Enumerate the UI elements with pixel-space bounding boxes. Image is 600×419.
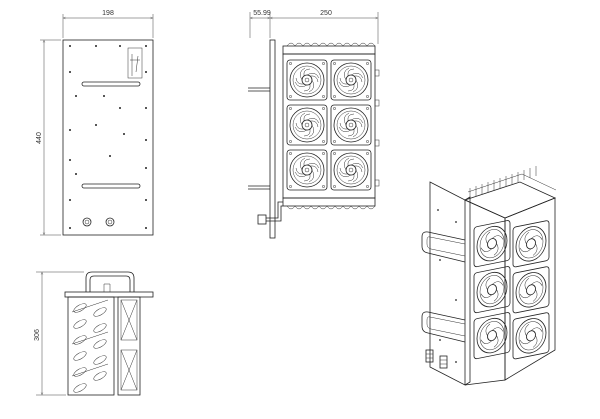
- iso-fan-4: [512, 265, 550, 314]
- inlet-pipe: [266, 201, 283, 219]
- fan-6: [330, 149, 372, 191]
- front-plate: [62, 39, 154, 236]
- coil-top: [282, 42, 376, 55]
- side-offset-label: 55.99: [253, 10, 271, 17]
- mounting-holes: [69, 45, 147, 229]
- fan-section: [117, 296, 141, 396]
- iso-top-coil: [463, 181, 557, 219]
- coil-bottom: [282, 197, 376, 210]
- section-view: 306: [34, 271, 154, 396]
- fan-5: [286, 149, 328, 191]
- pipe-slot-bottom: [81, 183, 141, 189]
- iso-u-pipe-top: [421, 231, 466, 263]
- fan-view: 55.99 250: [248, 10, 380, 239]
- coil-section: [67, 296, 115, 396]
- top-plate: [64, 291, 154, 298]
- back-plate: [269, 39, 276, 239]
- bracket: [127, 47, 143, 79]
- front-width-label: 198: [102, 10, 114, 17]
- isometric-view: [421, 166, 557, 386]
- iso-connector-left: [425, 349, 434, 363]
- iso-fan-housing: [504, 197, 556, 381]
- u-pipe-outer: [85, 271, 135, 292]
- coil-loops: [71, 299, 109, 393]
- pipe-slot-top: [81, 81, 141, 87]
- pipe-connector-right: [105, 217, 115, 227]
- pipe-fitting: [257, 214, 267, 225]
- iso-back-plate: [429, 181, 466, 386]
- iso-connector-right: [439, 355, 448, 369]
- front-view: 198 440: [36, 10, 153, 235]
- iso-fan-6: [512, 311, 550, 360]
- iso-fan-2: [512, 219, 550, 268]
- section-height-label: 306: [34, 329, 41, 341]
- fan-3: [286, 104, 328, 146]
- pipe-connector-left: [82, 217, 92, 227]
- fan-4: [330, 104, 372, 146]
- iso-u-pipe-bottom: [421, 311, 466, 343]
- side-width-label: 250: [320, 10, 332, 17]
- fan-2: [330, 59, 372, 101]
- front-height-label: 440: [36, 132, 43, 144]
- fan-1: [286, 59, 328, 101]
